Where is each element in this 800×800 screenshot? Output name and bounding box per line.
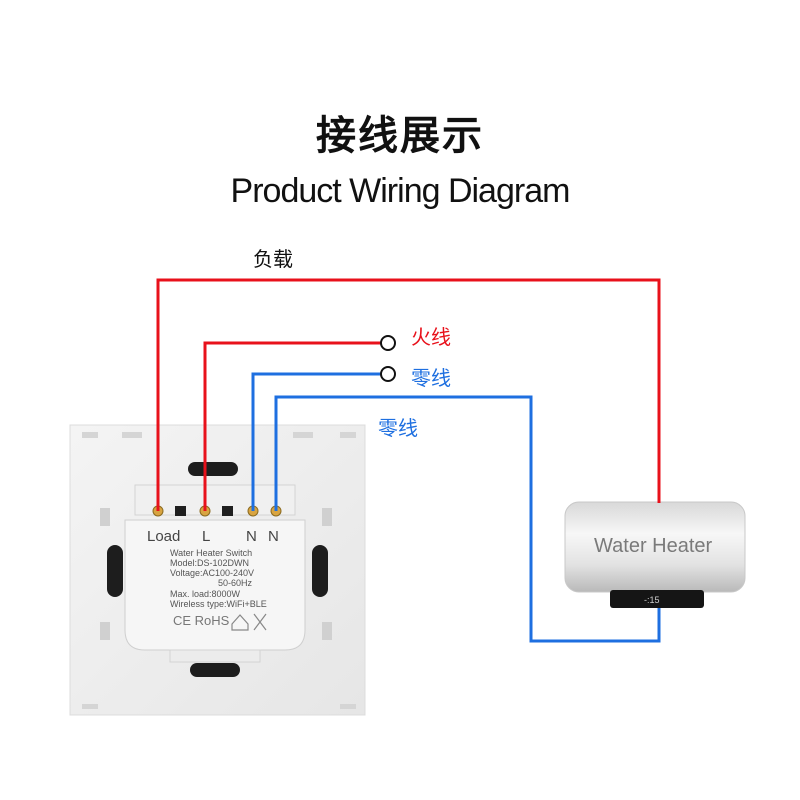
spec-line: Voltage:AC100-240V bbox=[170, 568, 254, 578]
spec-line: Max. load:8000W bbox=[170, 589, 241, 599]
live-wire bbox=[203, 341, 384, 511]
neutral-wire-heater bbox=[274, 395, 661, 643]
terminal-label-l: L bbox=[202, 528, 210, 545]
plate-tab bbox=[100, 622, 110, 640]
heater-control-panel bbox=[610, 590, 704, 608]
plate-tab bbox=[122, 432, 142, 438]
neutral-wire-supply bbox=[251, 372, 384, 511]
plate-tab bbox=[322, 508, 332, 526]
plate-tab bbox=[340, 432, 356, 438]
spec-line: Water Heater Switch bbox=[170, 548, 252, 558]
spec-line: Wireless type:WiFi+BLE bbox=[170, 599, 267, 609]
spec-line: Model:DS-102DWN bbox=[170, 558, 249, 568]
spec-line: 50-60Hz bbox=[218, 578, 253, 588]
switch-module: Load L N N Water Heater Switch Model:DS-… bbox=[124, 484, 306, 663]
live-label: 火线 bbox=[411, 325, 451, 349]
plate-tab bbox=[100, 508, 110, 526]
title-english: Product Wiring Diagram bbox=[230, 172, 571, 210]
water-heater-label: Water Heater bbox=[594, 535, 713, 557]
neutral-label-heater: 零线 bbox=[378, 416, 418, 440]
terminal-label-n1: N bbox=[246, 528, 257, 545]
terminal-label-n2: N bbox=[268, 528, 279, 545]
mounting-slot bbox=[107, 545, 123, 597]
plate-tab bbox=[82, 432, 98, 438]
wires bbox=[156, 278, 661, 643]
load-wire bbox=[156, 278, 661, 511]
live-supply-terminal bbox=[380, 335, 396, 351]
neutral-supply-terminal bbox=[380, 366, 396, 382]
water-heater: Water Heater -:15 bbox=[564, 501, 746, 608]
wall-plate bbox=[69, 424, 366, 716]
certification-marks: CE RoHS bbox=[173, 613, 230, 628]
plate-tab bbox=[322, 622, 332, 640]
terminal-hole bbox=[175, 506, 186, 516]
plate-tab bbox=[293, 432, 313, 438]
neutral-label-supply: 零线 bbox=[411, 366, 451, 390]
terminal-hole bbox=[222, 506, 233, 516]
heater-display: -:15 bbox=[644, 595, 660, 605]
mounting-slot bbox=[190, 663, 240, 677]
home-icon bbox=[231, 614, 249, 631]
weee-bin-icon bbox=[253, 613, 267, 631]
load-label: 负载 bbox=[253, 247, 293, 271]
mounting-slot bbox=[312, 545, 328, 597]
terminal-label-load: Load bbox=[147, 528, 180, 545]
plate-tab bbox=[82, 704, 98, 709]
mounting-slot bbox=[188, 462, 238, 476]
title-chinese: 接线展示 bbox=[316, 113, 484, 159]
plate-tab bbox=[340, 704, 356, 709]
